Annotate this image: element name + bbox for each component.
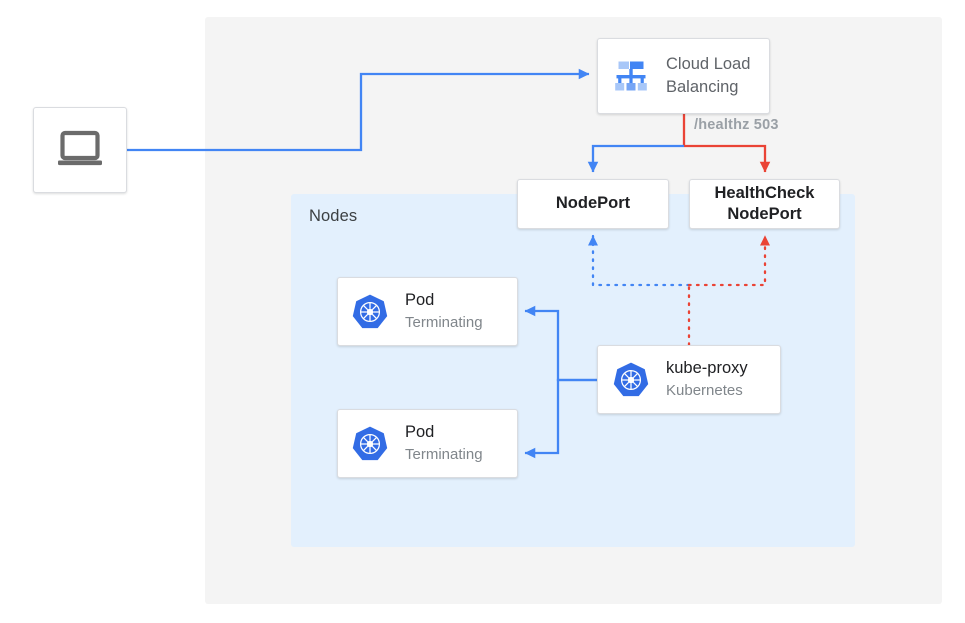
laptop-icon — [54, 124, 106, 176]
kube-proxy-title: kube-proxy — [666, 359, 748, 378]
healthz-status-label: /healthz 503 — [694, 117, 779, 133]
healthcheck-nodeport-label-line1: HealthCheck — [714, 183, 815, 202]
pod-card-text: Pod Terminating — [405, 422, 483, 465]
cloud-load-balancing-card: Cloud Load Balancing — [597, 38, 770, 114]
pod-title: Pod — [405, 291, 435, 310]
pod-card: Pod Terminating — [337, 409, 518, 478]
kubernetes-icon — [350, 424, 390, 464]
pod-status: Terminating — [405, 446, 483, 464]
pod-card-text: Pod Terminating — [405, 290, 483, 333]
kube-proxy-card: kube-proxy Kubernetes — [597, 345, 781, 414]
kubernetes-icon — [611, 360, 651, 400]
cloud-load-balancing-icon — [609, 54, 653, 98]
cloud-load-balancing-title-line2: Balancing — [666, 78, 739, 96]
client-device-card — [33, 107, 127, 193]
healthcheck-nodeport-label: HealthCheck NodePort — [715, 183, 815, 225]
healthcheck-nodeport-card: HealthCheck NodePort — [689, 179, 840, 229]
pod-status: Terminating — [405, 314, 483, 332]
pod-title: Pod — [405, 423, 435, 442]
kube-proxy-card-text: kube-proxy Kubernetes — [666, 358, 748, 401]
pod-card: Pod Terminating — [337, 277, 518, 346]
cloud-load-balancing-label: Cloud Load Balancing — [666, 53, 750, 99]
nodeport-label: NodePort — [555, 194, 631, 213]
kubernetes-icon — [350, 292, 390, 332]
kube-proxy-subtitle: Kubernetes — [666, 382, 743, 400]
nodes-panel-label: Nodes — [309, 207, 358, 225]
healthcheck-nodeport-label-line2: NodePort — [727, 205, 802, 223]
nodeport-card: NodePort — [517, 179, 669, 229]
cloud-load-balancing-title-line1: Cloud Load — [666, 55, 751, 74]
